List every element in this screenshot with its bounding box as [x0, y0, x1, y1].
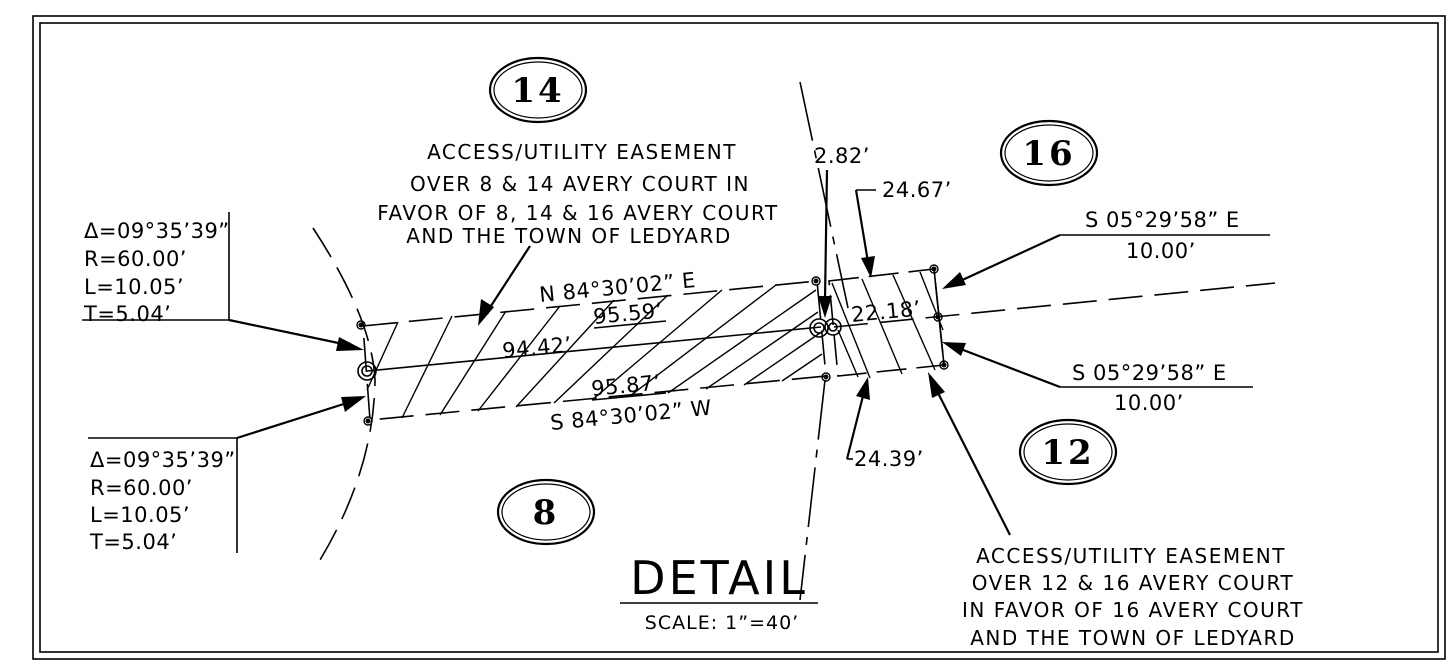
- lot-16-label: 16: [1022, 134, 1075, 174]
- distance-east-north: 24.67’: [882, 178, 952, 202]
- hatch-east: [831, 271, 944, 379]
- lot-line-vertical-lower: [799, 379, 826, 601]
- lot-8-label: 8: [533, 493, 560, 533]
- leader-east-north: [854, 189, 870, 263]
- center-monuments: [357, 318, 842, 381]
- lot-16-bubble: 16: [999, 119, 1099, 187]
- bearing-south-line: S 84°30’02” W: [549, 396, 713, 435]
- curve-lower-length: L=10.05’: [90, 503, 190, 527]
- easement-note-south: ACCESS/UTILITY EASEMENT OVER 12 & 16 AVE…: [962, 544, 1304, 650]
- lot-14-label: 14: [511, 71, 564, 111]
- distance-gap: 2.82’: [814, 144, 870, 168]
- lot-8-bubble: 8: [496, 478, 596, 546]
- lot-14-bubble: 14: [488, 56, 588, 124]
- curve-lower-radius: R=60.00’: [90, 476, 193, 500]
- note-north-line4: AND THE TOWN OF LEDYARD: [406, 224, 732, 248]
- curve-lower-tangent: T=5.04’: [89, 530, 177, 554]
- arrow-gap: [818, 296, 832, 318]
- distance-center: 94.42’: [501, 332, 573, 363]
- easement-note-north: ACCESS/UTILITY EASEMENT OVER 8 & 14 AVER…: [377, 140, 778, 248]
- leader-curve-lower: [236, 400, 351, 440]
- leader-east-top: [957, 234, 1061, 283]
- curve-lower-delta: Δ=09°35’39”: [90, 448, 236, 472]
- curve-table-lower: Δ=09°35’39” R=60.00’ L=10.05’ T=5.04’: [88, 437, 238, 554]
- note-north-line1: ACCESS/UTILITY EASEMENT: [427, 140, 737, 164]
- arrow-note-north: [478, 299, 494, 326]
- pins: [356, 264, 949, 426]
- arrow-east-south: [856, 377, 870, 400]
- note-south-line1: ACCESS/UTILITY EASEMENT: [976, 544, 1286, 568]
- lot-line-vertical: [799, 81, 849, 309]
- arrow-curve-upper: [336, 337, 364, 351]
- curve-upper-radius: R=60.00’: [84, 247, 187, 271]
- leader-note-north: [486, 245, 531, 313]
- leader-curve-upper: [228, 318, 349, 347]
- curve-upper-length: L=10.05’: [84, 275, 184, 299]
- cul-de-sac-arc: [312, 227, 376, 561]
- easement-centerline: [366, 326, 822, 372]
- sheet-border-outer: [32, 15, 1446, 660]
- arrow-east-top: [942, 272, 966, 289]
- note-south-line3: IN FAVOR OF 16 AVERY COURT: [962, 598, 1304, 622]
- leader-east-south: [845, 391, 866, 460]
- arrow-east-north: [861, 256, 875, 278]
- distance-east-bottom: 10.00’: [1114, 391, 1184, 415]
- arrow-east-bottom: [942, 342, 966, 356]
- note-north-line3: FAVOR OF 8, 14 & 16 AVERY COURT: [377, 201, 778, 225]
- curve-table-upper: Δ=09°35’39” R=60.00’ L=10.05’ T=5.04’: [82, 212, 230, 326]
- detail-scale: SCALE: 1”=40’: [645, 612, 799, 634]
- distance-east-south: 24.39’: [854, 447, 924, 471]
- bearing-east-top: S 05°29’58” E: [1085, 208, 1240, 232]
- note-south-line2: OVER 12 & 16 AVERY COURT: [972, 571, 1294, 595]
- hatch-west: [366, 284, 823, 419]
- bearing-east-bottom: S 05°29’58” E: [1072, 361, 1227, 385]
- arrow-note-south: [928, 372, 945, 398]
- leader-gap: [823, 169, 829, 301]
- easement-centerline-east: [833, 282, 1276, 328]
- lot-12-bubble: 12: [1018, 418, 1118, 486]
- curve-upper-delta: Δ=09°35’39”: [84, 219, 230, 243]
- curve-upper-tangent: T=5.04’: [83, 302, 171, 326]
- note-north-line2: OVER 8 & 14 AVERY COURT IN: [410, 172, 750, 196]
- lot-12-label: 12: [1041, 433, 1094, 473]
- distance-east-top: 10.00’: [1126, 239, 1196, 263]
- leader-east-bottom: [957, 346, 1061, 389]
- distance-east-center: 22.18’: [850, 296, 922, 327]
- leader-note-south: [933, 384, 1011, 536]
- sheet-border-inner: [39, 22, 1439, 653]
- detail-title: DETAIL: [630, 551, 808, 605]
- note-south-line4: AND THE TOWN OF LEDYARD: [970, 626, 1296, 650]
- arrow-curve-lower: [341, 396, 366, 412]
